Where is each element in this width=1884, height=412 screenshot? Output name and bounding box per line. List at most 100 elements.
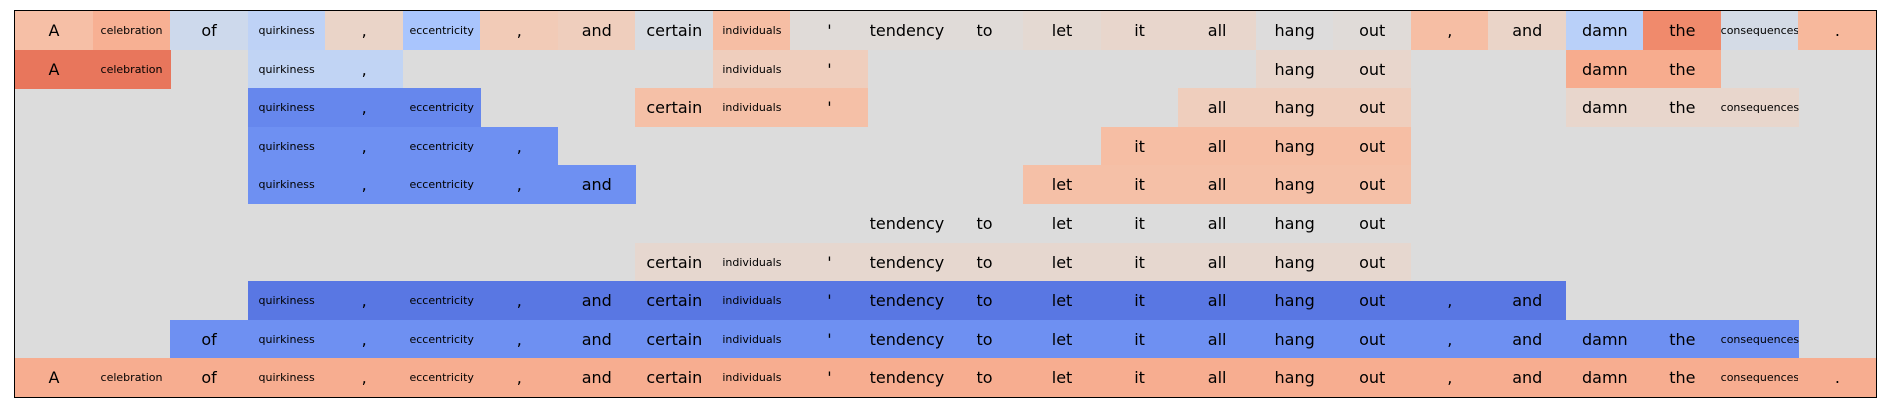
token-cell: and (1488, 358, 1567, 397)
token-cell: individuals (712, 49, 791, 89)
token-cell: and (557, 358, 636, 397)
token-cell: , (325, 126, 404, 166)
token-cell: all (1178, 281, 1257, 321)
token-cell: quirkiness (247, 165, 326, 205)
token-cell: , (325, 281, 404, 321)
token-cell: all (1178, 165, 1257, 205)
token-cell: to (945, 242, 1024, 282)
token-cell: celebration (92, 358, 171, 397)
token-cell: of (170, 358, 249, 397)
token-cell: individuals (712, 358, 791, 397)
token-cell: it (1100, 126, 1179, 166)
token-cell: it (1100, 319, 1179, 359)
token-cell: tendency (867, 281, 946, 321)
token-cell: to (945, 11, 1024, 50)
token-cell: it (1100, 11, 1179, 50)
token-cell: out (1333, 88, 1412, 128)
token-cell: ' (790, 11, 869, 50)
token-cell: out (1333, 11, 1412, 50)
token-cell: A (15, 358, 93, 397)
token-cell: the (1643, 319, 1722, 359)
token-cell: consequences (1720, 358, 1799, 397)
token-cell: individuals (712, 88, 791, 128)
token-cell: quirkiness (247, 88, 326, 128)
token-cell: the (1643, 11, 1722, 50)
token-cell: the (1643, 358, 1722, 397)
token-cell: certain (635, 88, 714, 128)
token-cell: damn (1565, 88, 1644, 128)
token-cell: all (1178, 358, 1257, 397)
token-cell: certain (635, 11, 714, 50)
token-cell: hang (1255, 126, 1334, 166)
token-cell: all (1178, 11, 1257, 50)
token-cell: quirkiness (247, 49, 326, 89)
token-cell: eccentricity (402, 11, 481, 50)
token-cell: all (1178, 126, 1257, 166)
token-cell: all (1178, 204, 1257, 243)
token-cell: tendency (867, 358, 946, 397)
token-cell: eccentricity (402, 126, 481, 166)
token-cell: to (945, 319, 1024, 359)
token-cell: hang (1255, 319, 1334, 359)
token-cell: all (1178, 319, 1257, 359)
token-cell: all (1178, 88, 1257, 128)
token-cell: let (1023, 11, 1102, 50)
token-cell: certain (635, 242, 714, 282)
token-cell: ' (790, 319, 869, 359)
token-cell: ' (790, 49, 869, 89)
token-cell: quirkiness (247, 11, 326, 50)
token-cell: tendency (867, 11, 946, 50)
token-cell: celebration (92, 49, 171, 89)
token-cell: , (1410, 11, 1489, 50)
token-cell: damn (1565, 11, 1644, 50)
token-cell: individuals (712, 281, 791, 321)
token-cell: hang (1255, 204, 1334, 243)
token-cell: . (1798, 11, 1876, 50)
token-cell: hang (1255, 281, 1334, 321)
token-cell: damn (1565, 49, 1644, 89)
token-cell: certain (635, 319, 714, 359)
token-cell: it (1100, 204, 1179, 243)
token-cell: consequences (1720, 11, 1799, 50)
token-cell: individuals (712, 242, 791, 282)
token-cell: out (1333, 319, 1412, 359)
token-cell: let (1023, 204, 1102, 243)
token-cell: the (1643, 88, 1722, 128)
token-cell: to (945, 281, 1024, 321)
token-cell: let (1023, 165, 1102, 205)
token-cell: , (325, 11, 404, 50)
token-cell: , (1410, 358, 1489, 397)
token-cell: hang (1255, 165, 1334, 205)
token-cell: hang (1255, 11, 1334, 50)
token-cell: hang (1255, 88, 1334, 128)
token-cell: , (480, 165, 559, 205)
token-cell: , (480, 11, 559, 50)
token-cell: eccentricity (402, 358, 481, 397)
token-cell: and (1488, 319, 1567, 359)
token-cell: tendency (867, 242, 946, 282)
token-cell: out (1333, 358, 1412, 397)
token-cell: consequences (1720, 319, 1799, 359)
token-cell: ' (790, 281, 869, 321)
token-cell: eccentricity (402, 281, 481, 321)
token-cell: , (325, 49, 404, 89)
token-cell: ' (790, 358, 869, 397)
token-cell: let (1023, 319, 1102, 359)
token-cell: , (480, 319, 559, 359)
token-cell: individuals (712, 11, 791, 50)
token-cell: , (1410, 319, 1489, 359)
token-cell: consequences (1720, 88, 1799, 128)
token-cell: of (170, 11, 249, 50)
token-cell: to (945, 204, 1024, 243)
token-cell: tendency (867, 319, 946, 359)
token-cell: let (1023, 242, 1102, 282)
token-cell: , (480, 126, 559, 166)
token-cell: out (1333, 126, 1412, 166)
token-cell: , (325, 88, 404, 128)
token-cell: damn (1565, 358, 1644, 397)
token-cell: and (557, 11, 636, 50)
token-cell: certain (635, 281, 714, 321)
token-cell: certain (635, 358, 714, 397)
token-cell: , (480, 358, 559, 397)
